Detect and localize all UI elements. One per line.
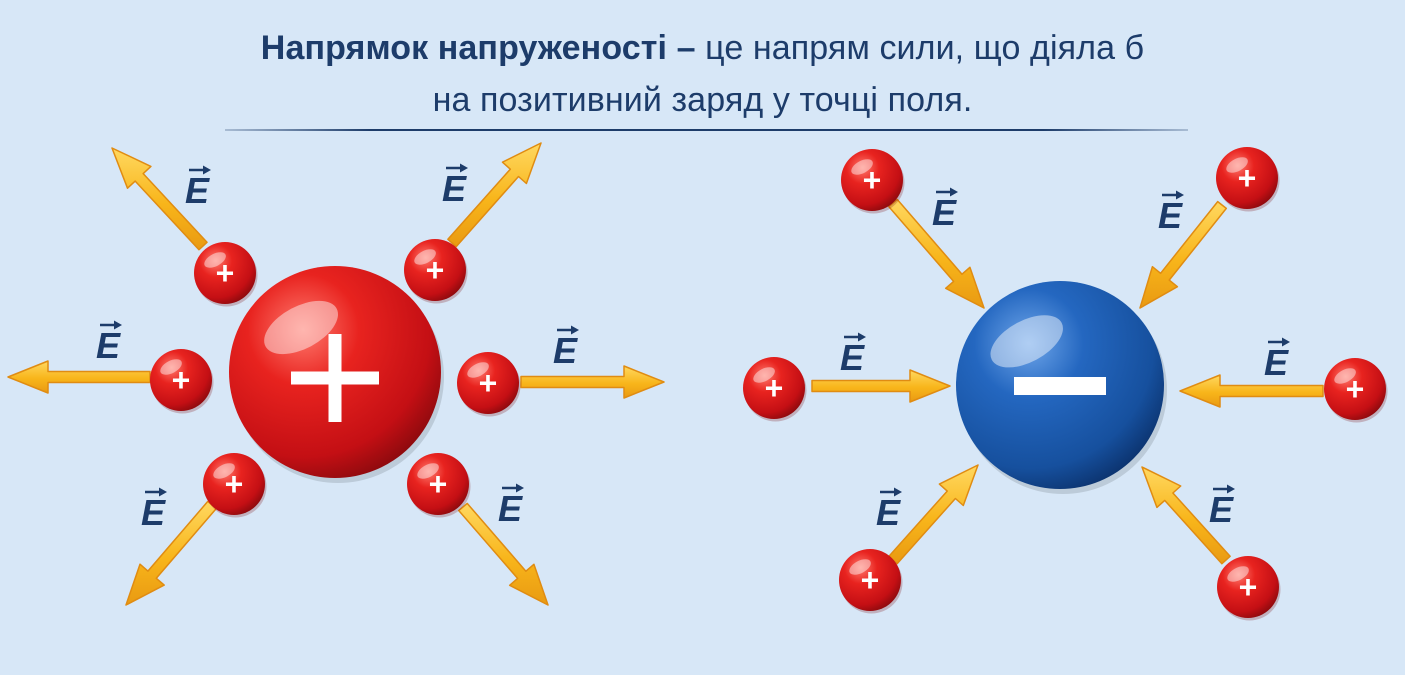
field-vector-label: E bbox=[442, 163, 468, 209]
svg-text:E: E bbox=[96, 325, 121, 366]
test-charge-positive: + bbox=[1216, 147, 1280, 212]
field-arrow-inward bbox=[1179, 374, 1324, 408]
heading-term: Напрямок напруженості – bbox=[260, 29, 696, 67]
test-charge-sign: + bbox=[479, 365, 498, 401]
svg-text:E: E bbox=[1209, 489, 1234, 530]
field-vector-label: E bbox=[553, 325, 579, 371]
test-charge-sign: + bbox=[863, 162, 882, 198]
plus-sign bbox=[291, 334, 379, 422]
test-charge-positive: + bbox=[457, 352, 521, 417]
svg-text:E: E bbox=[840, 337, 865, 378]
test-charge-positive: + bbox=[1324, 358, 1388, 423]
test-charge-sign: + bbox=[765, 370, 784, 406]
field-vector-label: E bbox=[96, 320, 122, 366]
svg-text:E: E bbox=[553, 330, 578, 371]
field-vector-label: E bbox=[185, 165, 211, 211]
field-arrow-outward bbox=[125, 500, 217, 606]
field-arrow-outward bbox=[458, 502, 549, 606]
test-charge-positive: + bbox=[150, 349, 214, 414]
test-charge-positive: + bbox=[407, 453, 471, 518]
field-vector-label: E bbox=[498, 483, 524, 529]
test-charge-sign: + bbox=[1346, 371, 1365, 407]
test-charge-positive: + bbox=[404, 239, 468, 304]
test-charge-positive: + bbox=[839, 549, 903, 614]
test-charge-sign: + bbox=[1239, 569, 1258, 605]
field-vector-label: E bbox=[932, 187, 958, 233]
field-vector-label: E bbox=[1209, 484, 1235, 530]
heading-underline bbox=[225, 129, 1188, 131]
source-charge-negative bbox=[956, 281, 1167, 494]
heading-line-2: на позитивний заряд у точці поля. bbox=[432, 81, 973, 119]
test-charge-positive: + bbox=[203, 453, 267, 518]
test-charge-sign: + bbox=[861, 562, 880, 598]
field-vector-label: E bbox=[1158, 190, 1184, 236]
field-arrow-outward bbox=[447, 142, 542, 248]
svg-text:E: E bbox=[876, 492, 901, 533]
field-arrow-inward bbox=[811, 369, 951, 403]
test-charge-sign: + bbox=[172, 362, 191, 398]
svg-text:E: E bbox=[141, 492, 166, 533]
field-vector-label: E bbox=[840, 332, 866, 378]
heading-definition: це напрям сили, що діяла б bbox=[695, 29, 1145, 67]
source-charge-positive bbox=[229, 266, 444, 483]
test-charge-sign: + bbox=[1238, 160, 1257, 196]
svg-text:E: E bbox=[442, 168, 467, 209]
test-charge-sign: + bbox=[225, 466, 244, 502]
test-charge-positive: + bbox=[743, 357, 807, 422]
minus-sign bbox=[1014, 377, 1106, 395]
field-arrow-inward bbox=[888, 464, 979, 565]
field-vector-label: E bbox=[141, 487, 167, 533]
heading: Напрямок напруженості – це напрям сили, … bbox=[0, 22, 1405, 126]
field-arrow-outward bbox=[111, 147, 208, 251]
svg-text:E: E bbox=[1158, 195, 1183, 236]
svg-text:E: E bbox=[932, 192, 957, 233]
field-vector-label: E bbox=[1264, 337, 1290, 383]
field-vector-label: E bbox=[876, 487, 902, 533]
field-arrow-outward bbox=[7, 360, 151, 394]
test-charge-positive: + bbox=[841, 149, 905, 214]
test-charge-sign: + bbox=[426, 252, 445, 288]
svg-text:E: E bbox=[185, 170, 210, 211]
test-charge-positive: + bbox=[194, 242, 258, 307]
field-arrow-inward bbox=[1139, 200, 1228, 309]
svg-text:E: E bbox=[1264, 342, 1289, 383]
test-charge-sign: + bbox=[429, 466, 448, 502]
test-charge-positive: + bbox=[1217, 556, 1281, 621]
test-charge-sign: + bbox=[216, 255, 235, 291]
field-arrow-outward bbox=[520, 365, 665, 399]
svg-text:E: E bbox=[498, 488, 523, 529]
field-arrow-inward bbox=[1141, 466, 1231, 565]
field-arrow-inward bbox=[888, 198, 985, 309]
